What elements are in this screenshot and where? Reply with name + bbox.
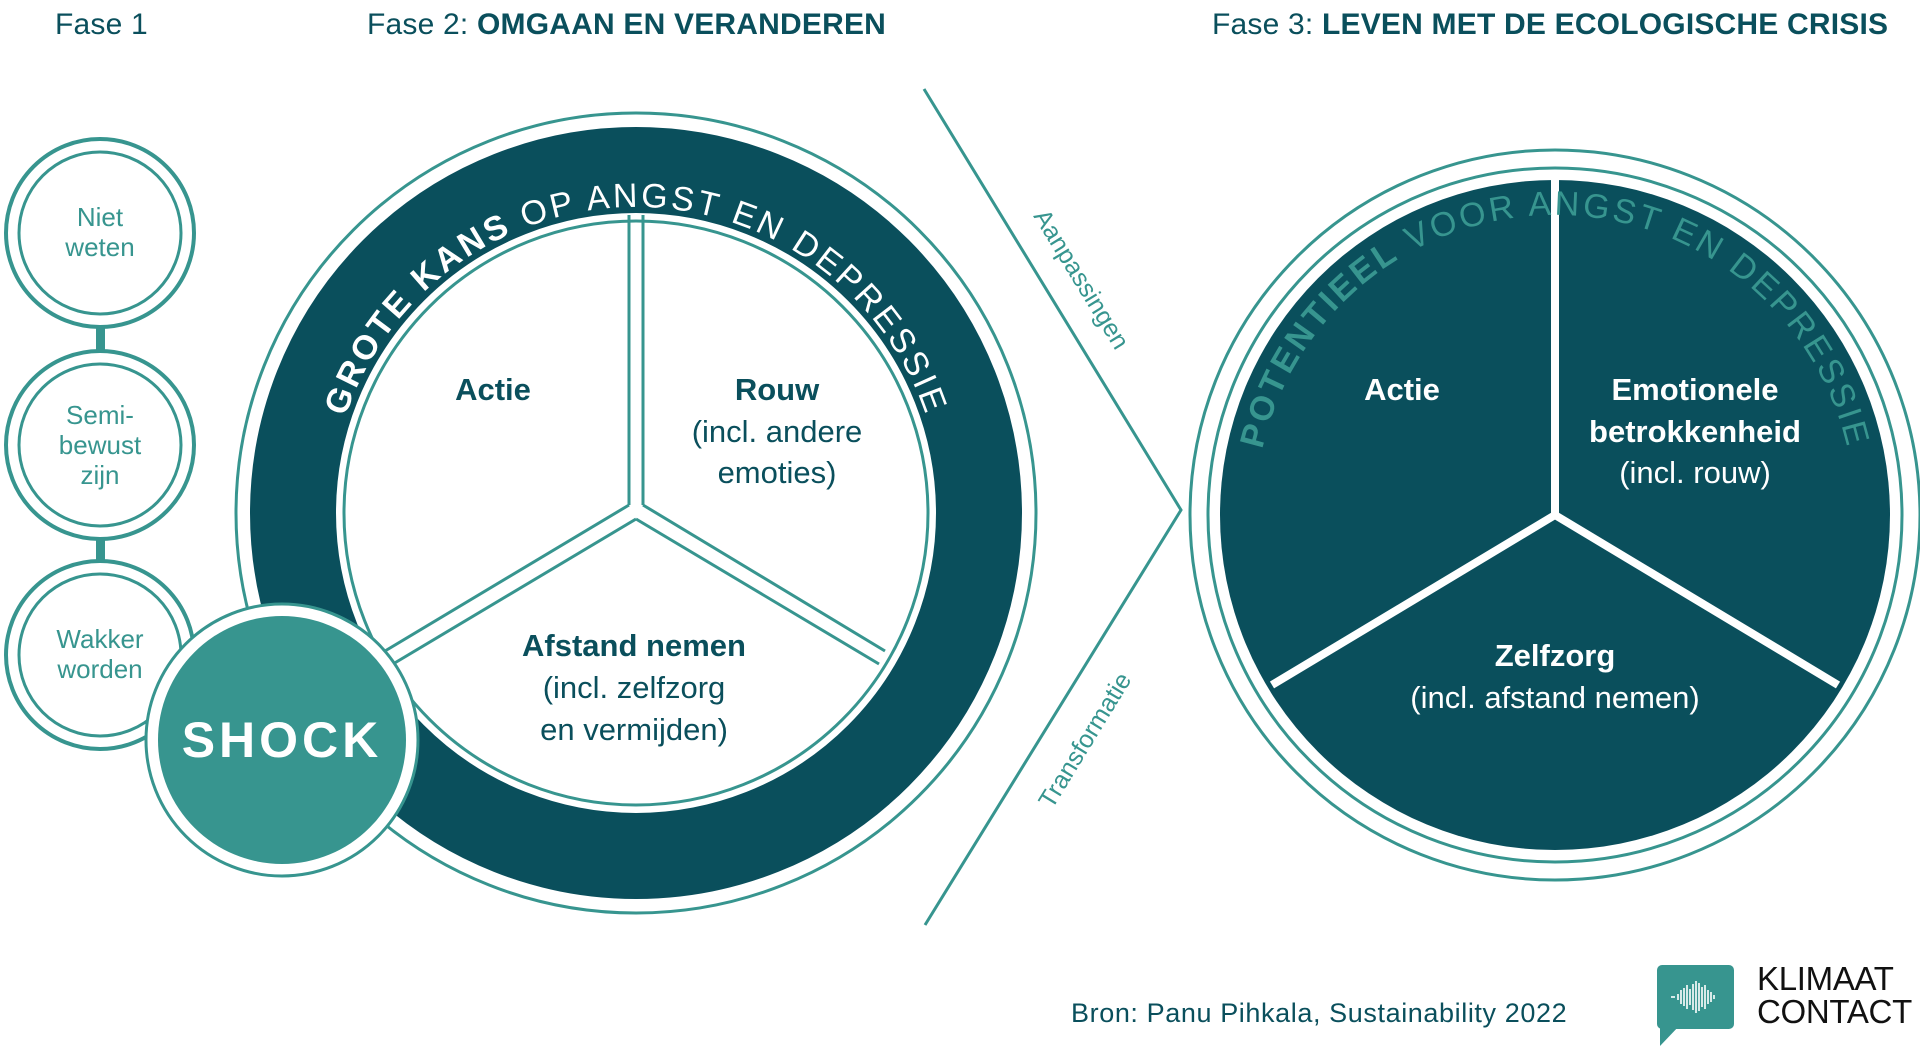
stage-label: worden [56,654,142,684]
stage-label: bewust [59,430,142,460]
phase1-prefix: Fase 1 [55,8,148,41]
phase2-risk-band [250,127,1022,899]
segment-subtitle: (incl. afstand nemen) [1410,680,1699,715]
shock-circle: SHOCK [144,602,420,878]
transformation-label: Transformatie [1033,668,1137,813]
phase3-title: Fase 3: LEVEN MET DE ECOLOGISCHE CRISIS [1212,8,1888,42]
phase3-heading: LEVEN MET DE ECOLOGISCHE CRISIS [1321,8,1889,41]
segment-subtitle: en vermijden) [540,712,728,747]
phase2-segment-rouw: Rouw (incl. andere emoties) [692,372,863,490]
phase2-heading: OMGAAN EN VERANDEREN [476,8,887,41]
phase3-segment-dividers [1269,180,1841,689]
speech-bubble-soundwave-icon [1657,965,1734,1046]
segment-title: Actie [455,372,531,407]
chain-link [96,537,105,567]
phase3-prefix: Fase 3: [1212,8,1322,41]
segment-subtitle: (incl. andere [692,414,863,449]
phase2-circle: GROTE KANS OP ANGST EN DEPRESSIE Actie R… [234,111,1038,915]
segment-title: Emotionele [1611,372,1778,407]
phase3-segment-zelfzorg: Zelfzorg (incl. afstand nemen) [1410,638,1699,715]
phase2-segment-actie: Actie [455,372,531,407]
phase1-title: Fase 1 [55,8,148,42]
phase2-prefix: Fase 2: [367,8,477,41]
chevron-arrow-icon [922,88,1183,926]
brand-wordmark: KLIMAAT CONTACT [1757,962,1912,1028]
stage-circle-semi-bewust: Semi- bewust zijn [4,349,196,541]
adaptations-label: Aanpassingen [1028,205,1135,355]
chain-link [96,325,105,355]
soundwave-bars [1671,981,1715,1013]
phase3-segment-emotionele-betrokkenheid: Emotionele betrokkenheid (incl. rouw) [1589,372,1801,490]
stage-label: Semi- [66,400,134,430]
stage-label: zijn [80,460,119,490]
source-citation: Bron: Panu Pihkala, Sustainability 2022 [1071,998,1568,1028]
phase2-segment-afstand-nemen: Afstand nemen (incl. zelfzorg en vermijd… [522,628,746,747]
phase2-segment-dividers [384,215,886,666]
segment-title: Actie [1364,372,1440,407]
segment-subtitle: emoties) [718,455,837,490]
phase3-circle: POTENTIEEL VOOR ANGST EN DEPRESSIE Actie… [1188,148,1920,882]
segment-title: Zelfzorg [1495,638,1616,673]
segment-subtitle: (incl. rouw) [1619,455,1771,490]
stage-label: weten [64,232,134,262]
stage-label: Niet [77,202,124,232]
stage-circle-wakker-worden: Wakker worden [4,559,196,751]
segment-title: betrokkenheid [1589,414,1801,449]
segment-subtitle: (incl. zelfzorg [543,670,726,705]
stage-label: Wakker [56,624,143,654]
segment-title: Afstand nemen [522,628,746,663]
shock-label: SHOCK [182,712,383,768]
brand-line1: KLIMAAT [1757,960,1894,997]
segment-title: Rouw [735,372,820,407]
phase2-title: Fase 2: OMGAAN EN VERANDEREN [367,8,886,42]
brand-line2: CONTACT [1757,993,1912,1030]
phase3-segment-actie: Actie [1364,372,1440,407]
stage-circle-niet-weten: Niet weten [4,137,196,329]
phase1-stage-chain: Niet weten Semi- bewust zijn Wakker word… [4,137,196,751]
